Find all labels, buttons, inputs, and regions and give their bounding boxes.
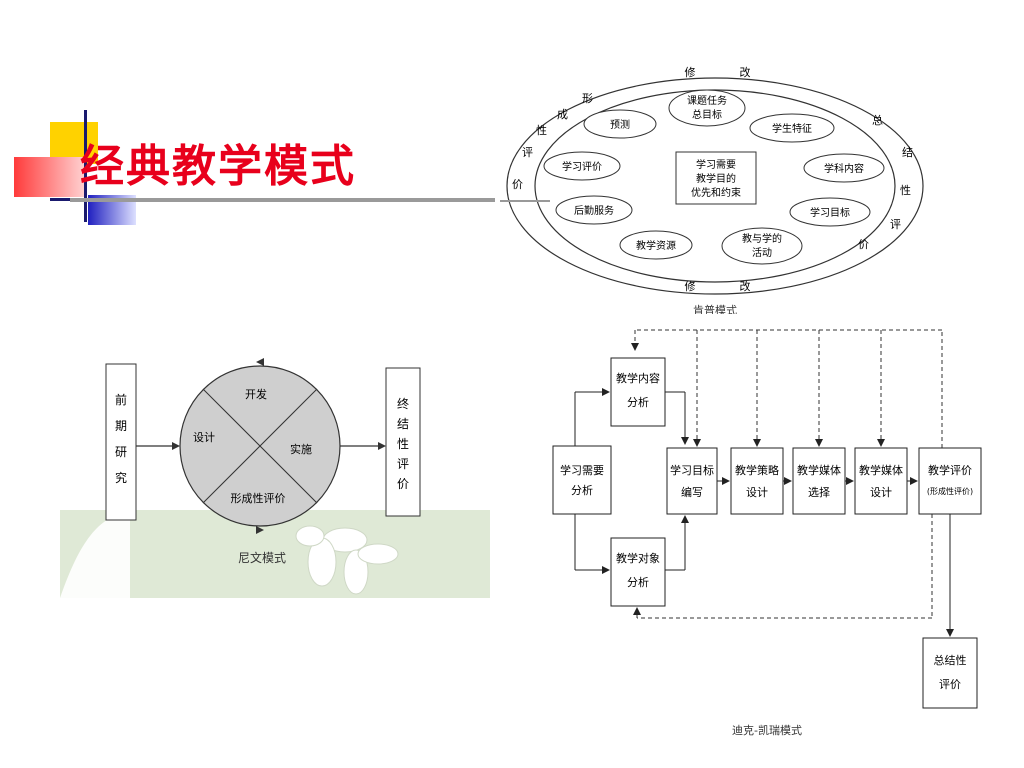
nirun-q-develop: 开发	[245, 387, 267, 401]
ring-outer-top-1: 修	[685, 65, 696, 79]
dc-summative-1: 总结性	[934, 653, 967, 667]
ring-outer-bottom-1: 修	[685, 279, 696, 293]
nirun-left-1: 前	[115, 392, 127, 407]
dick-carey-diagram: 学习需要 分析 教学内容 分析 教学对象 分析 学习目标 编写 教学策略 设计 …	[552, 329, 982, 737]
dc-learner-1: 教学对象	[616, 551, 660, 565]
ring-node-activity-2: 活动	[752, 247, 772, 259]
dc-media-select-2: 选择	[808, 485, 830, 499]
ring-node-resources: 教学资源	[636, 239, 676, 252]
ring-node-goal-2: 总目标	[692, 108, 722, 121]
ring-caption: 肯普模式	[693, 303, 737, 314]
dc-strategy-1: 教学策略	[735, 463, 779, 477]
nirun-right-5: 价	[397, 477, 409, 491]
deco-red-square	[14, 157, 84, 197]
dc-media-select-1: 教学媒体	[797, 463, 841, 477]
ring-outer-right-5: 价	[858, 238, 869, 251]
nirun-right-1: 终	[397, 396, 409, 411]
ring-node-assess: 学习评价	[562, 160, 602, 173]
dc-eval-2: (形成性评价)	[927, 486, 973, 496]
ring-center-line-1: 学习需要	[696, 158, 736, 171]
nirun-caption: 尼文模式	[238, 550, 286, 565]
ring-outer-left-1: 形	[582, 92, 593, 105]
nirun-left-3: 研	[115, 445, 127, 459]
ring-outer-top-2: 改	[740, 65, 751, 79]
ring-outer-right-4: 评	[890, 218, 901, 231]
title-underline	[70, 198, 495, 202]
nirun-model-diagram: 前 期 研 究 开发 设计 实施 形成性评价 终 结 性 评 价 尼文模式	[60, 358, 490, 598]
nirun-q-design: 设计	[193, 431, 215, 444]
deco-vertical-line	[84, 110, 87, 222]
dc-summative-2: 评价	[939, 678, 961, 691]
ring-outer-right-3: 性	[900, 183, 911, 197]
ring-outer-left-3: 性	[536, 123, 547, 137]
dc-media-design-2: 设计	[870, 486, 892, 499]
ring-node-predict: 预测	[610, 118, 630, 131]
ring-node-goal-1: 课题任务	[687, 94, 727, 107]
nirun-right-3: 性	[397, 437, 409, 451]
dc-need-2: 分析	[571, 483, 593, 497]
dc-strategy-2: 设计	[746, 486, 768, 499]
nirun-left-4: 究	[115, 470, 127, 485]
ring-node-objective: 学习目标	[810, 206, 850, 219]
ring-center-line-3: 优先和约束	[691, 186, 741, 199]
dc-learner-2: 分析	[627, 575, 649, 589]
nirun-right-4: 评	[397, 457, 409, 471]
dc-content-2: 分析	[627, 395, 649, 409]
ring-node-support: 后勤服务	[574, 204, 614, 217]
nirun-q-implement: 实施	[290, 442, 312, 456]
ring-node-content: 学科内容	[824, 162, 864, 175]
ring-node-activity-1: 教与学的	[742, 232, 782, 245]
ring-center-line-2: 教学目的	[696, 172, 736, 185]
ring-outer-left-5: 价	[512, 178, 523, 191]
dc-need-1: 学习需要	[560, 463, 604, 477]
nirun-right-2: 结	[397, 417, 409, 431]
nirun-q-formative: 形成性评价	[231, 491, 286, 505]
dc-eval-1: 教学评价	[928, 463, 972, 477]
dc-objective-2: 编写	[681, 485, 703, 499]
dc-objective-1: 学习目标	[670, 463, 714, 477]
dc-content-1: 教学内容	[616, 371, 660, 385]
dc-caption: 迪克-凯瑞模式	[732, 723, 802, 737]
slide-title: 经典教学模式	[80, 141, 356, 192]
nirun-left-2: 期	[115, 419, 127, 433]
ring-outer-right-1: 总	[872, 113, 883, 127]
ring-outer-bottom-2: 改	[740, 279, 751, 293]
dc-media-design-1: 教学媒体	[859, 463, 903, 477]
ring-outer-left-2: 成	[557, 108, 568, 121]
ring-node-learner: 学生特征	[772, 122, 812, 135]
ring-outer-right-2: 结	[902, 146, 913, 159]
ring-outer-left-4: 评	[522, 146, 533, 159]
ring-model-diagram: 修 改 修 改 形 成 性 评 价 总 结 性 评 价 学习需要 教学目的 优先…	[500, 65, 924, 314]
